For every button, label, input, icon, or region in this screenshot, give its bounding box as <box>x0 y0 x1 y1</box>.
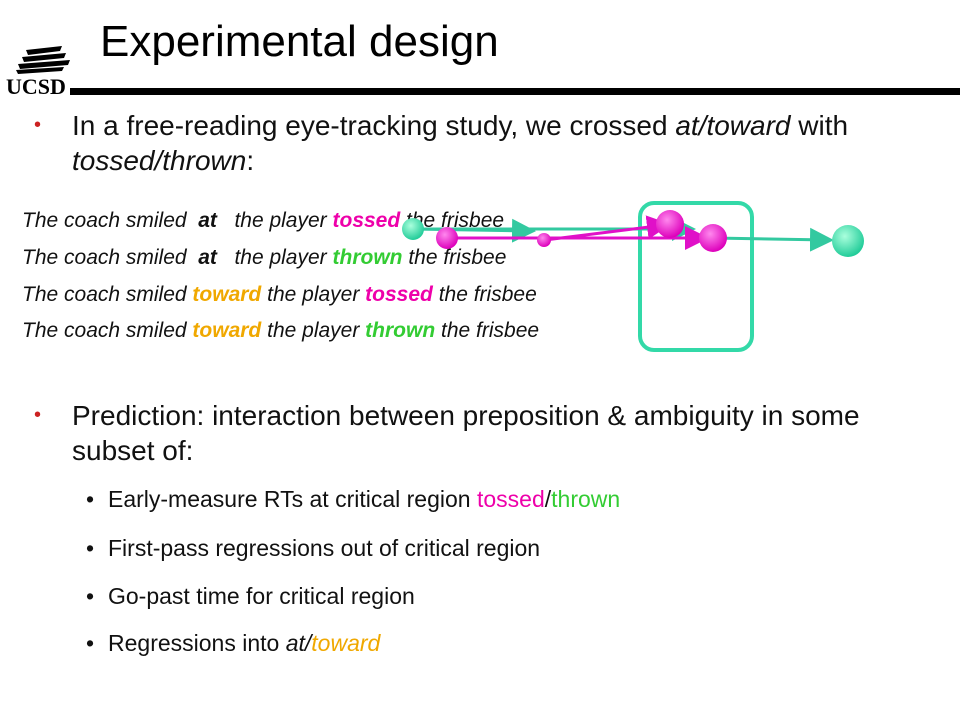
bullet-dot: • <box>34 404 42 426</box>
term-toward: toward <box>311 630 381 656</box>
bullet-text: Prediction: interaction between preposit… <box>72 400 860 466</box>
bullet-study-design: • In a free-reading eye-tracking study, … <box>34 108 932 178</box>
sub-bullet-early-measure: • Early-measure RTs at critical region t… <box>86 486 621 513</box>
sentence-mid: the player <box>234 209 333 232</box>
sentence-toward-thrown: The coach smiled toward the player throw… <box>22 319 539 343</box>
sentence-start: The coach smiled <box>22 246 193 269</box>
sentence-end: the frisbee <box>432 283 537 306</box>
sub-bullet-text: First-pass regressions out of critical r… <box>108 535 541 561</box>
sentence-mid: the player <box>267 319 366 342</box>
term-thrown: thrown <box>551 486 621 512</box>
sub-bullet-regressions-into: • Regressions into at/toward <box>86 630 381 657</box>
sentence-end: the frisbee <box>435 319 540 342</box>
sentence-mid: the player <box>267 283 366 306</box>
logo-text: UCSD <box>6 74 66 99</box>
sub-bullet-text: Go-past time for critical region <box>108 583 415 609</box>
sub-bullet-go-past: • Go-past time for critical region <box>86 583 415 610</box>
sentence-at-tossed: The coach smiled at the player tossed th… <box>22 209 504 233</box>
verb-tossed: tossed <box>332 209 401 232</box>
sentence-toward-tossed: The coach smiled toward the player tosse… <box>22 283 537 307</box>
bullet-dot: • <box>86 535 95 561</box>
sentence-start: The coach smiled <box>22 319 193 342</box>
preposition: toward <box>192 319 262 342</box>
fixation-magenta <box>656 210 684 238</box>
sentence-end: the frisbee <box>400 209 505 232</box>
title-divider <box>70 88 960 95</box>
verb-thrown: thrown <box>332 246 403 269</box>
fixation-magenta <box>537 233 551 247</box>
spacer <box>223 209 235 232</box>
sentence-start: The coach smiled <box>22 209 193 232</box>
term-tossed: tossed <box>476 486 545 512</box>
verb-tossed: tossed <box>365 283 433 306</box>
spacer <box>223 246 235 269</box>
bullet-dot: • <box>86 486 95 512</box>
sentence-mid: the player <box>234 246 333 269</box>
preposition: at <box>192 246 223 269</box>
sub-bullet-first-pass: • First-pass regressions out of critical… <box>86 535 541 562</box>
trident-icon <box>16 46 70 74</box>
bullet-dot: • <box>86 630 95 656</box>
sentence-at-thrown: The coach smiled at the player thrown th… <box>22 246 506 270</box>
sentence-end: the frisbee <box>402 246 507 269</box>
saccade-path <box>712 227 834 252</box>
bullet-text: with <box>790 110 849 141</box>
fixation-green <box>832 225 864 257</box>
sub-bullet-text: Regressions into <box>108 630 286 656</box>
slash: / <box>544 486 552 512</box>
preposition: toward <box>192 283 262 306</box>
tossed-thrown-term: tossed/thrown <box>72 145 247 176</box>
bullet-prediction: • Prediction: interaction between prepos… <box>34 398 932 468</box>
term-at: at/ <box>285 630 312 656</box>
at-toward-term: at/toward <box>675 110 791 141</box>
sub-bullet-text: Early-measure RTs at critical region <box>108 486 477 512</box>
critical-region-box <box>638 201 754 352</box>
bullet-text: In a free-reading eye-tracking study, we… <box>72 110 676 141</box>
preposition: at <box>192 209 223 232</box>
sentence-start: The coach smiled <box>22 283 193 306</box>
slide-title: Experimental design <box>100 17 499 66</box>
saccade-path <box>544 215 671 242</box>
bullet-text: : <box>246 145 255 176</box>
bullet-dot: • <box>34 114 42 136</box>
fixation-magenta <box>699 224 727 252</box>
verb-thrown: thrown <box>365 319 436 342</box>
bullet-dot: • <box>86 583 95 609</box>
